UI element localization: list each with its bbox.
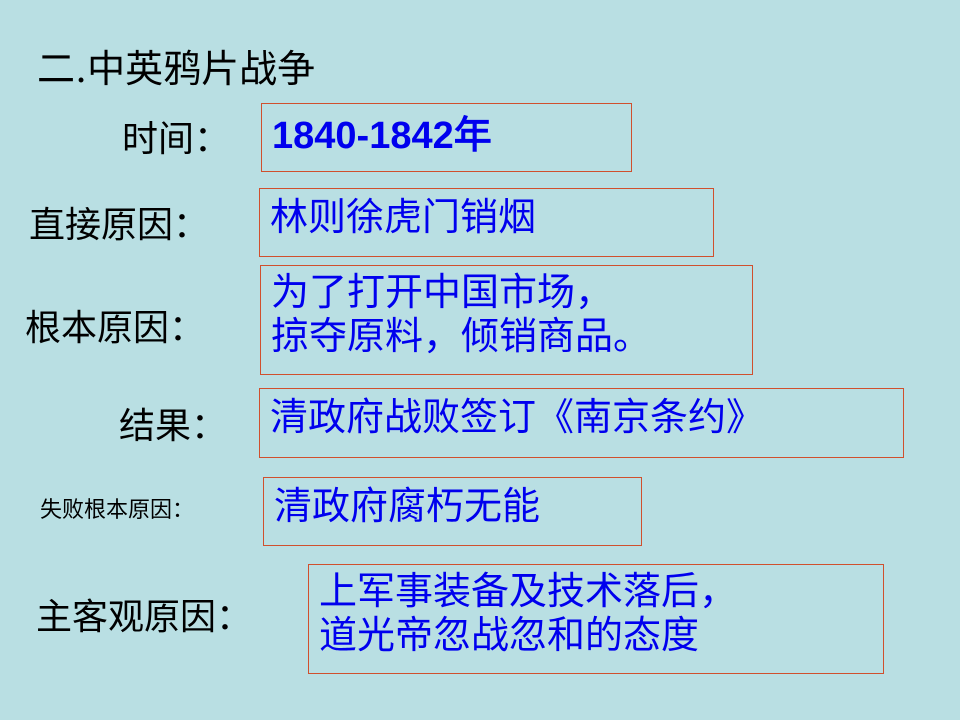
answer-direct-cause: 林则徐虎门销烟 bbox=[270, 195, 537, 239]
label-direct-cause: 直接原因： bbox=[29, 205, 210, 246]
answer-root-cause-line-2: 掠夺原料，倾销商品。 bbox=[271, 314, 652, 358]
answer-subjective-objective-line-2: 道光帝忽战忽和的态度 bbox=[319, 613, 700, 657]
answer-box-result: 清政府战败签订《南京条约》 bbox=[259, 388, 904, 458]
answer-box-root-cause: 为了打开中国市场， 掠夺原料，倾销商品。 bbox=[260, 265, 753, 375]
answer-root-cause-line-1: 为了打开中国市场， bbox=[271, 270, 614, 314]
answer-subjective-objective-line-1: 上军事装备及技术落后， bbox=[319, 569, 738, 613]
slide-title: 二.中英鸦片战争 bbox=[37, 47, 316, 91]
label-root-cause: 根本原因： bbox=[25, 308, 206, 349]
answer-box-time: 1840-1842年 bbox=[261, 103, 632, 172]
label-time: 时间： bbox=[122, 119, 231, 160]
label-result: 结果： bbox=[119, 406, 228, 447]
answer-box-direct-cause: 林则徐虎门销烟 bbox=[259, 188, 714, 257]
label-defeat-root-cause: 失败根本原因： bbox=[40, 498, 195, 523]
answer-defeat-root-cause: 清政府腐朽无能 bbox=[274, 484, 541, 528]
answer-time: 1840-1842年 bbox=[272, 115, 492, 157]
answer-box-subjective-objective-cause: 上军事装备及技术落后， 道光帝忽战忽和的态度 bbox=[308, 564, 884, 674]
label-subjective-objective-cause: 主客观原因： bbox=[36, 597, 253, 638]
answer-result: 清政府战败签订《南京条约》 bbox=[270, 395, 765, 439]
answer-box-defeat-root-cause: 清政府腐朽无能 bbox=[263, 477, 642, 546]
